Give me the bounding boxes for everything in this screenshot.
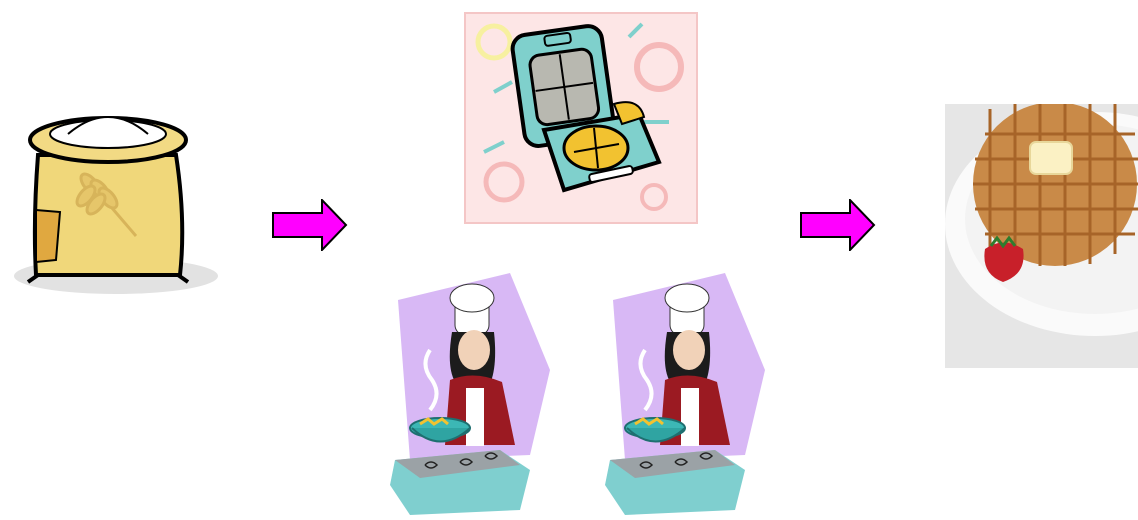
chef-cooking-icon (605, 270, 775, 515)
right-arrow-icon (800, 199, 876, 251)
waffle-iron-icon (464, 12, 698, 224)
waffle-with-butter-and-strawberry-icon (945, 104, 1138, 368)
chef-cooking-icon (390, 270, 560, 515)
right-arrow-icon (272, 199, 348, 251)
flour-sack-icon (8, 100, 218, 300)
